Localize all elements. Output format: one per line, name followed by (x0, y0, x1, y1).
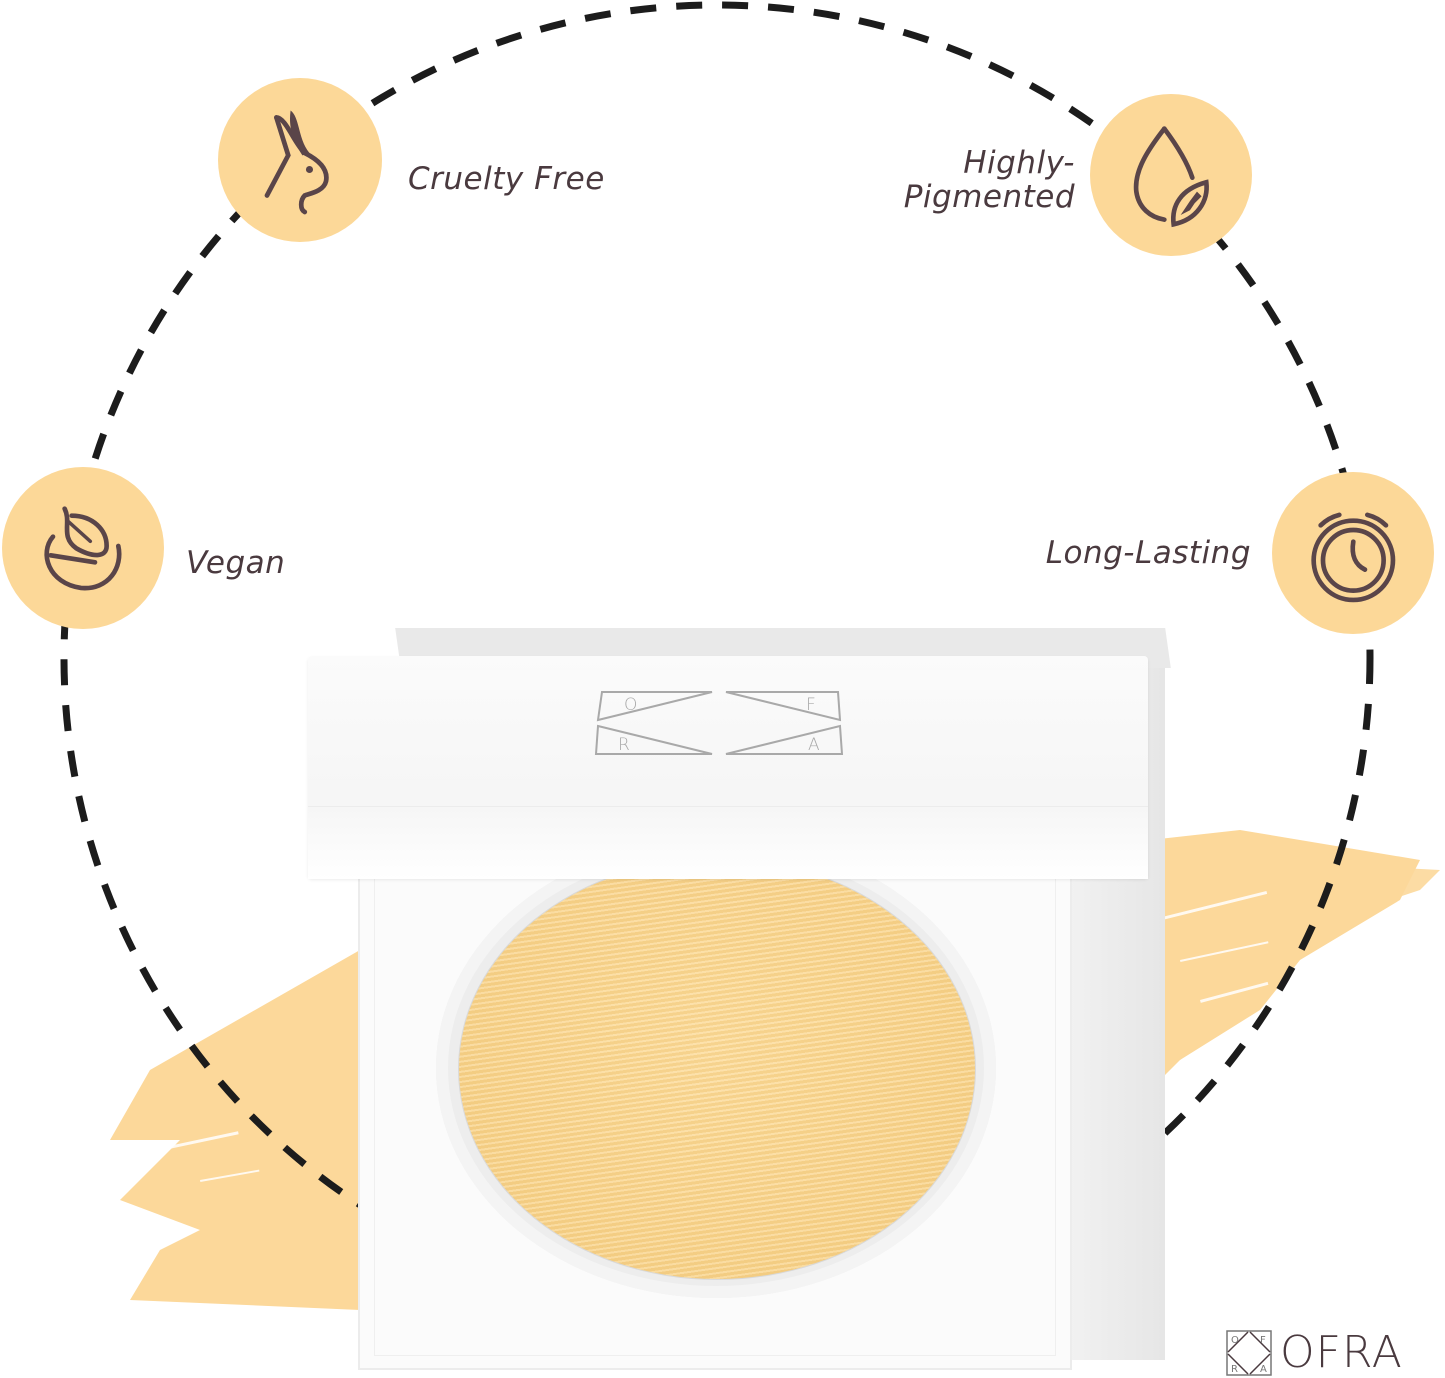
feature-label-vegan: Vegan (186, 545, 286, 581)
feature-label-highly-pigmented: Highly- Pigmented (904, 146, 1075, 214)
svg-text:F: F (806, 695, 816, 715)
powder-pan (458, 858, 976, 1280)
alarm-clock-icon (1311, 512, 1395, 602)
svg-text:A: A (808, 735, 820, 755)
feature-badge-long-lasting (1272, 472, 1434, 634)
label-line-2: Pigmented (903, 179, 1075, 216)
svg-text:O: O (1231, 1335, 1239, 1346)
brand-monogram-icon: O F R A (1226, 1330, 1272, 1376)
drop-leaf-icon (1133, 126, 1209, 227)
bowl-leaf-icon (44, 506, 122, 590)
feature-label-long-lasting: Long-Lasting (1045, 535, 1251, 571)
feature-label-cruelty-free: Cruelty Free (408, 161, 605, 197)
feature-badge-highly-pigmented (1090, 94, 1252, 256)
feature-badge-vegan (2, 467, 164, 629)
brand-name: OFRA (1280, 1327, 1403, 1378)
svg-text:R: R (1231, 1364, 1238, 1375)
brand-logo: O F R A OFRA (1226, 1330, 1403, 1376)
svg-text:A: A (1260, 1364, 1267, 1375)
feature-badge-cruelty-free (218, 78, 382, 242)
svg-text:F: F (1260, 1335, 1266, 1346)
lid-monogram-logo: O F R A (594, 691, 844, 755)
label-line-1: Highly- (963, 145, 1075, 181)
svg-text:R: R (618, 735, 630, 755)
rabbit-icon (264, 110, 329, 215)
svg-text:O: O (624, 695, 637, 715)
